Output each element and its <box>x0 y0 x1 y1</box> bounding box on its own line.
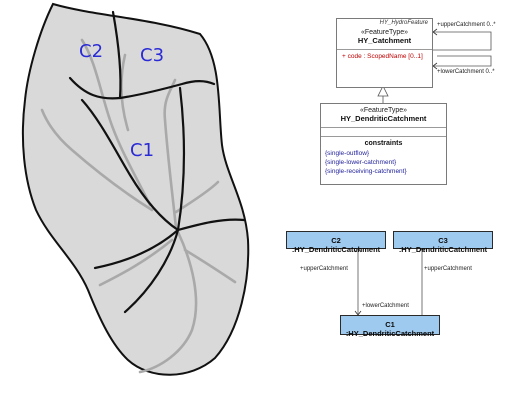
boundary-lower-west <box>93 228 180 270</box>
stream-c2 <box>80 38 152 207</box>
attribute-code: + code : ScopedName [0..1] <box>342 53 423 60</box>
boundary-c2-c3 <box>111 10 122 100</box>
class-name: HY_DendriticCatchment <box>340 114 427 123</box>
instance-c2[interactable]: C2 :HY_DendriticCatchment <box>286 231 386 254</box>
constraints-compartment: constraints {single-outflow} {single-low… <box>321 137 446 179</box>
class-name: HY_Catchment <box>357 36 412 45</box>
role-upper-catchment: +upperCatchment 0..* <box>437 22 496 28</box>
catchment-area <box>21 2 250 376</box>
attribute-compartment <box>321 128 446 137</box>
arrow-upper-catchment-icon <box>432 28 438 36</box>
constraints-title: constraints <box>364 140 403 147</box>
boundary-c3-c1 <box>118 79 216 100</box>
generalization-arrowhead <box>377 85 389 97</box>
stream-upper-c1 <box>163 78 178 230</box>
stream-network <box>40 38 237 374</box>
class-hy-dendritic-catchment[interactable]: «FeatureType» HY_DendriticCatchment cons… <box>320 103 447 185</box>
class-header: «FeatureType» HY_DendriticCatchment <box>321 104 446 128</box>
catchment-boundaries <box>68 10 246 314</box>
label-c2: C2 <box>79 41 103 62</box>
role-upper-catchment-c3: +upperCatchment <box>424 266 472 272</box>
boundary-c2-c1 <box>68 76 122 100</box>
stream-lower-west <box>98 238 174 287</box>
class-header: HY_HydroFeature «FeatureType» HY_Catchme… <box>337 19 432 50</box>
boundary-outlet <box>123 228 180 314</box>
constraint-item: {single-receiving-catchment} <box>325 168 407 175</box>
role-lower-catchment-link: +lowerCatchment <box>362 303 409 309</box>
class-hy-catchment[interactable]: HY_HydroFeature «FeatureType» HY_Catchme… <box>336 18 433 88</box>
superclass-label: HY_HydroFeature <box>379 20 428 26</box>
constraint-item: {single-outflow} <box>325 150 370 157</box>
stereotype-label: «FeatureType» <box>360 29 409 36</box>
instance-c1[interactable]: C1 :HY_DendriticCatchment <box>340 315 440 338</box>
arrow-lower-catchment-icon <box>432 62 438 70</box>
self-assoc-upper <box>433 31 492 51</box>
stream-west <box>40 108 154 212</box>
role-upper-catchment-c2: +upperCatchment <box>300 266 348 272</box>
boundary-c1-west <box>80 98 180 232</box>
boundary-lower-east <box>176 218 246 232</box>
stream-c3 <box>120 53 130 132</box>
instance-c3[interactable]: C3 :HY_DendriticCatchment <box>393 231 493 254</box>
stereotype-label: «FeatureType» <box>359 107 408 114</box>
boundary-c1-east <box>176 86 185 232</box>
stream-lower-east <box>183 248 237 284</box>
catchment-map: C2 C3 C1 <box>21 2 250 376</box>
self-assoc-lower <box>433 55 492 67</box>
constraint-item: {single-lower-catchment} <box>325 159 397 166</box>
label-c1: C1 <box>130 140 154 161</box>
catchment-labels: C2 C3 C1 <box>79 41 164 161</box>
stream-main <box>138 230 198 374</box>
role-lower-catchment: +lowerCatchment 0..* <box>437 69 495 75</box>
label-c3: C3 <box>140 45 164 66</box>
